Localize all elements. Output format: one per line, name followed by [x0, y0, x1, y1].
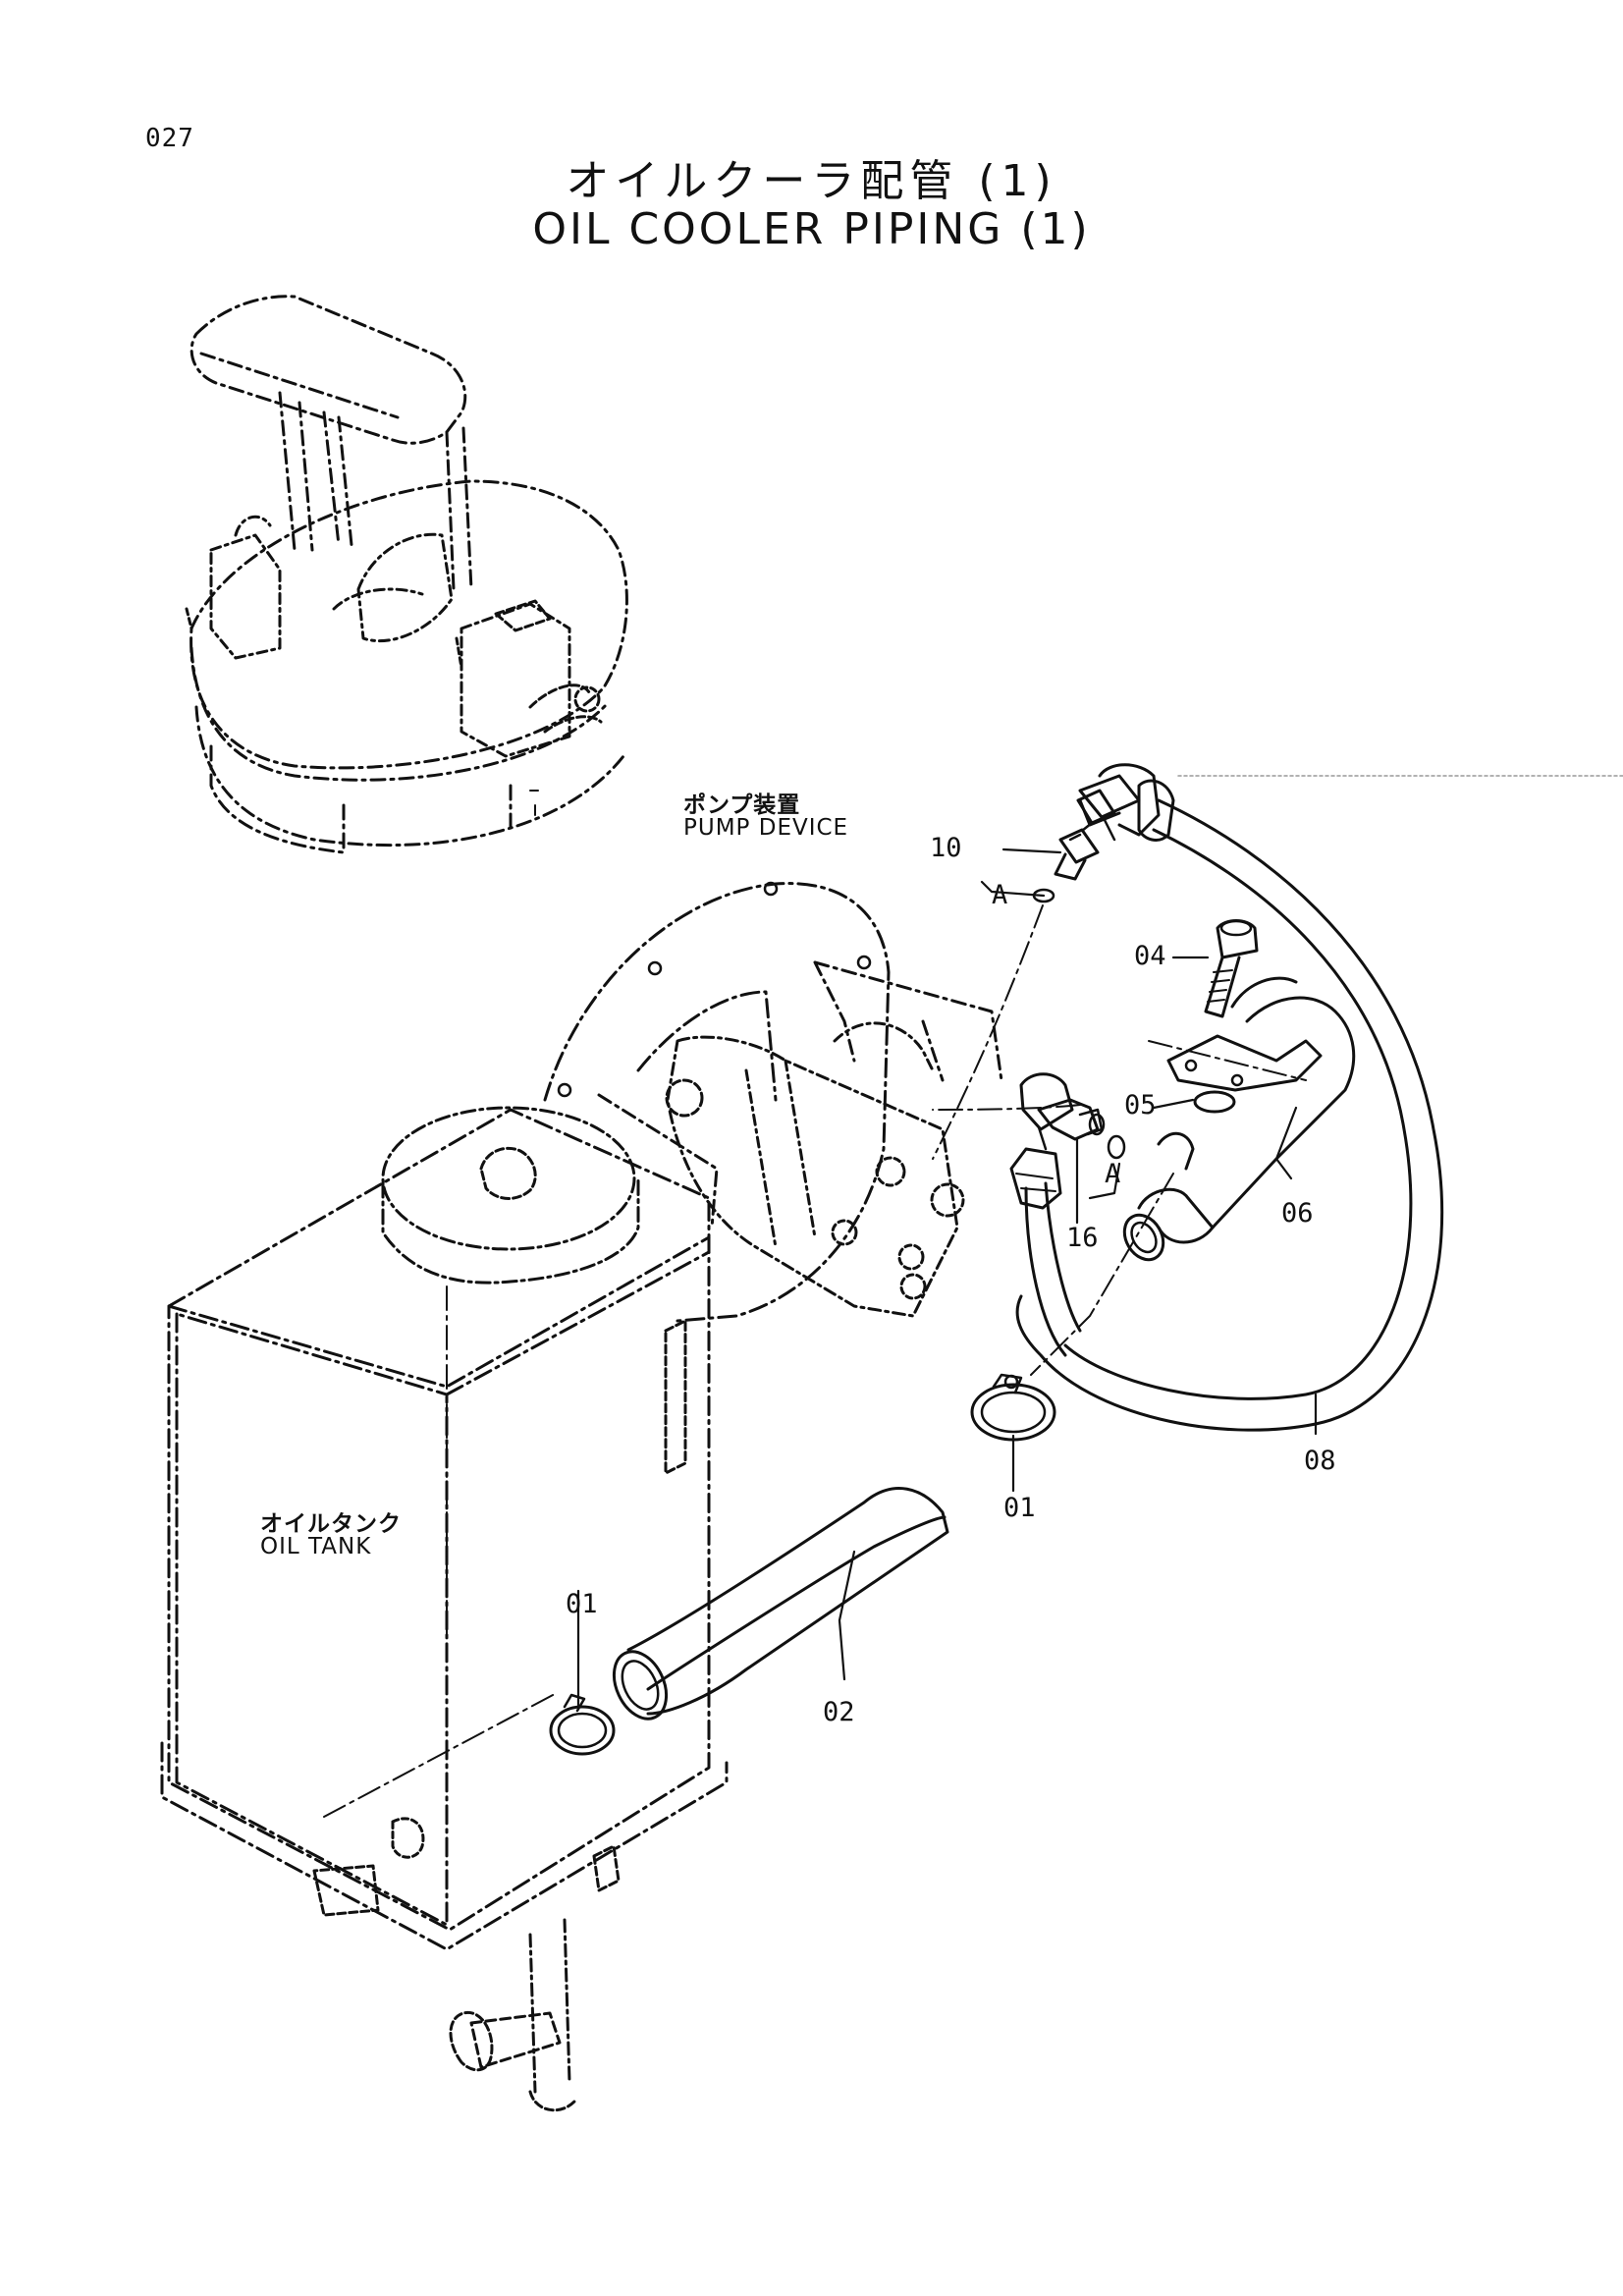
callout-08-hose: 08 [1304, 1446, 1336, 1476]
o-ring-lower [1107, 1134, 1126, 1160]
callout-06-pipe: 06 [1281, 1198, 1314, 1229]
oil-tank-label-en: OIL TANK [260, 1534, 372, 1559]
callout-10-connector: 10 [930, 833, 962, 863]
assembly-centerline-flange [1148, 1040, 1307, 1081]
leader-lines [576, 847, 1318, 1709]
o-ring-05 [1193, 1090, 1236, 1114]
hose-clamp-01-right [970, 1373, 1056, 1442]
title-japanese: オイルクーラ配管 (1) [566, 156, 1057, 206]
hose-02 [626, 1487, 949, 1716]
oil-tank-label-jp: オイルタンク [260, 1511, 402, 1537]
reference-a-lower: A [1105, 1159, 1121, 1189]
reference-a-upper: A [992, 880, 1008, 910]
callout-01-tank-clamp: 01 [566, 1589, 598, 1619]
hose-02-end-inner [621, 1660, 660, 1711]
hose-02-inner-line [646, 1515, 947, 1691]
hose-end-fitting [1009, 1147, 1062, 1210]
bolt-04 [1204, 919, 1259, 1018]
page-number: 027 [145, 124, 194, 153]
hose-16-to-08 [1024, 1181, 1082, 1357]
hose-08 [1015, 763, 1444, 1432]
callout-02-hose: 02 [823, 1697, 855, 1727]
machine-overview-illustration [185, 295, 628, 854]
pump-device-illustration [543, 881, 1003, 1323]
elbow-fitting-16 [1019, 1072, 1106, 1151]
hose-02-end [612, 1650, 669, 1721]
callout-04-bolt: 04 [1134, 941, 1166, 971]
connector-10 [1054, 789, 1116, 881]
pump-device-label-en: PUMP DEVICE [683, 815, 849, 841]
pump-device-label-jp: ポンプ装置 [683, 793, 801, 818]
hose-clamp-01-tank [549, 1693, 616, 1756]
assembly-centerline-upper [932, 904, 1044, 1160]
callout-16-elbow: 16 [1066, 1223, 1099, 1253]
title-english: OIL COOLER PIPING (1) [532, 204, 1091, 254]
assembly-centerline-mid [932, 1104, 1081, 1111]
pipe-06 [1122, 976, 1356, 1262]
callout-05-o-ring: 05 [1124, 1090, 1157, 1121]
assembly-centerline-lower [1030, 1173, 1174, 1376]
callout-01-right-clamp: 01 [1003, 1493, 1036, 1523]
oil-tank-illustration [160, 1106, 729, 2112]
